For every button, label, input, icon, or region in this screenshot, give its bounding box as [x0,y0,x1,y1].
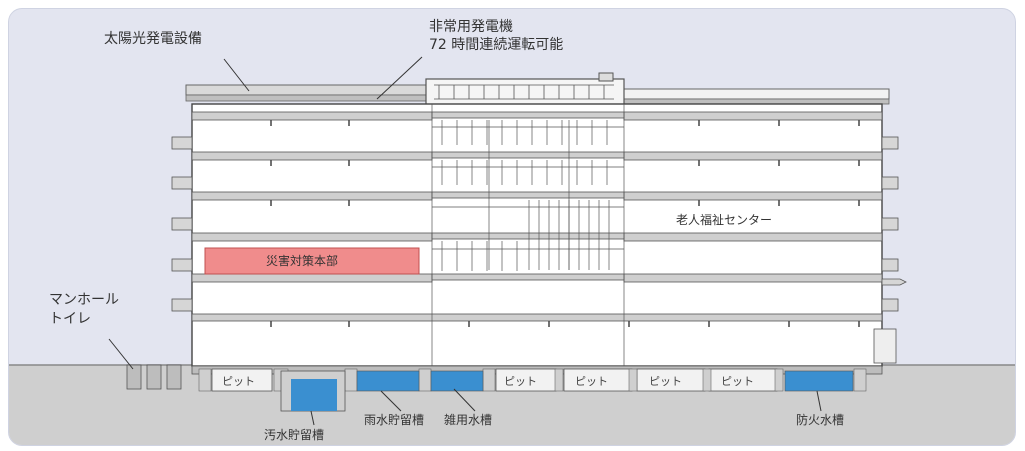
sewage-tank-label: 汚水貯留槽 [264,428,325,442]
misc-water-tank-label: 雑用水槽 [444,413,493,427]
pit-label-4: ピット [649,375,682,388]
pit-label-3: ピット [575,375,608,388]
generator-label: 非常用発電機 [429,19,513,35]
solar-label: 太陽光発電設備 [104,31,202,47]
manhole-label: マンホール [49,292,119,308]
fire-water-tank [784,370,854,392]
misc-water-tank [430,370,484,392]
rain-tank [356,370,420,392]
elderly-center-label: 老人福祉センター [676,213,773,227]
building-section-diagram [9,56,1015,445]
generator-runtime-label: 72 時間連続運転可能 [429,37,564,53]
rain-tank-label: 雨水貯留槽 [364,413,425,427]
toilet-label: トイレ [49,311,91,327]
disaster-hq-label: 災害対策本部 [266,254,339,268]
pit-label-1: ピット [222,375,255,388]
generator-housing [425,78,625,108]
diagram-frame: 太陽光発電設備 非常用発電機 72 時間連続運転可能 マンホール トイレ 災害対… [8,8,1016,446]
disaster-hq-room [204,247,420,275]
fire-water-tank-label: 防火水槽 [796,413,845,427]
pit-label-2: ピット [504,375,537,388]
pit-label-5: ピット [721,375,754,388]
